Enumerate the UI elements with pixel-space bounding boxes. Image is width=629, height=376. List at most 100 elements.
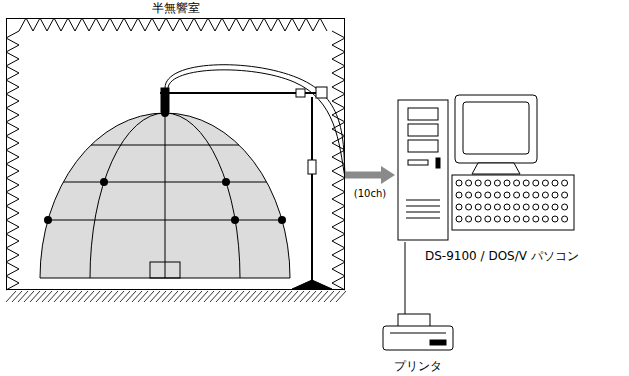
hatch-line [108,291,118,302]
jack [533,204,539,210]
clamp [296,89,305,97]
jack [514,216,520,222]
pole [311,97,313,282]
jack [475,180,481,186]
monitor [455,95,537,163]
absorber-wedge [6,31,19,290]
switch [436,158,440,168]
mic-positions [44,109,286,224]
anechoic-room: 半無響室 [6,18,345,290]
cables [165,65,345,178]
mic-point [100,178,108,186]
computer [398,95,574,240]
jack [456,204,462,210]
jack [523,216,529,222]
absorber-wedge [332,31,345,290]
floor-hatching [6,291,346,302]
jack [456,180,462,186]
floppy-slot [408,160,428,165]
hatch-line [330,291,340,302]
jack [542,216,548,222]
hatch-line [264,291,274,302]
hatch-line [120,291,130,302]
hatch-line [210,291,220,302]
clamp [308,160,316,174]
jack [504,180,510,186]
hatch-line [216,291,226,302]
jack [466,192,472,198]
jack [466,216,472,222]
jack [562,216,568,222]
label-anchor: プリンタ [394,355,442,374]
hatch-line [252,291,262,302]
jack [552,216,558,222]
microphone-stand [160,87,332,289]
hatch-line [282,291,292,302]
hatch-line [66,291,76,302]
hatch-line [24,291,34,302]
jack [494,192,500,198]
microphone [161,88,169,112]
hatch-line [102,291,112,302]
node-label: 半無響室 [152,1,200,15]
measurement-hemisphere [40,113,290,278]
mic-point [222,178,230,186]
monitor-stand [472,163,520,174]
drive-bay [408,140,438,152]
hatch-line [48,291,58,302]
jack [533,192,539,198]
hatch-line [324,291,334,302]
printer-body [383,326,453,350]
hatch-line [132,291,142,302]
jack [523,180,529,186]
label-anchor: 半無響室 [152,0,200,16]
signal-arrow [345,172,381,179]
jack [485,192,491,198]
buttons [430,340,446,345]
hatch-line [30,291,40,302]
input-panel [452,175,574,230]
hatch-line [150,291,160,302]
jack [542,192,548,198]
reference-box [150,262,180,278]
jack [485,180,491,186]
jack [475,192,481,198]
hatch-line [72,291,82,302]
hatch-line [114,291,124,302]
jack [504,216,510,222]
jack [485,216,491,222]
hatch-line [204,291,214,302]
hatch-line [12,291,22,302]
jack [494,216,500,222]
jack [542,180,548,186]
jack [533,180,539,186]
jack [562,192,568,198]
label-anchor: (10ch) [354,182,386,201]
hatch-line [192,291,202,302]
hatch-line [234,291,244,302]
vent [406,218,440,219]
jack [562,204,568,210]
meridian [165,113,240,278]
hatch-line [90,291,100,302]
jack [533,216,539,222]
pc-tower [398,100,448,240]
paper-slot [390,333,446,334]
tripod [292,280,332,289]
hatch-line [222,291,232,302]
mic-point [278,216,286,224]
hatch-line [240,291,250,302]
hatch-line [276,291,286,302]
jack [475,204,481,210]
jack [514,204,520,210]
hatch-line [84,291,94,302]
jack [523,192,529,198]
printer [383,314,453,350]
label-anchor: DS-9100 / DOS/V パソコン [425,245,579,264]
jack [552,180,558,186]
jack [514,180,520,186]
hemisphere-grid [48,113,282,278]
node-label: プリンタ [394,359,442,373]
